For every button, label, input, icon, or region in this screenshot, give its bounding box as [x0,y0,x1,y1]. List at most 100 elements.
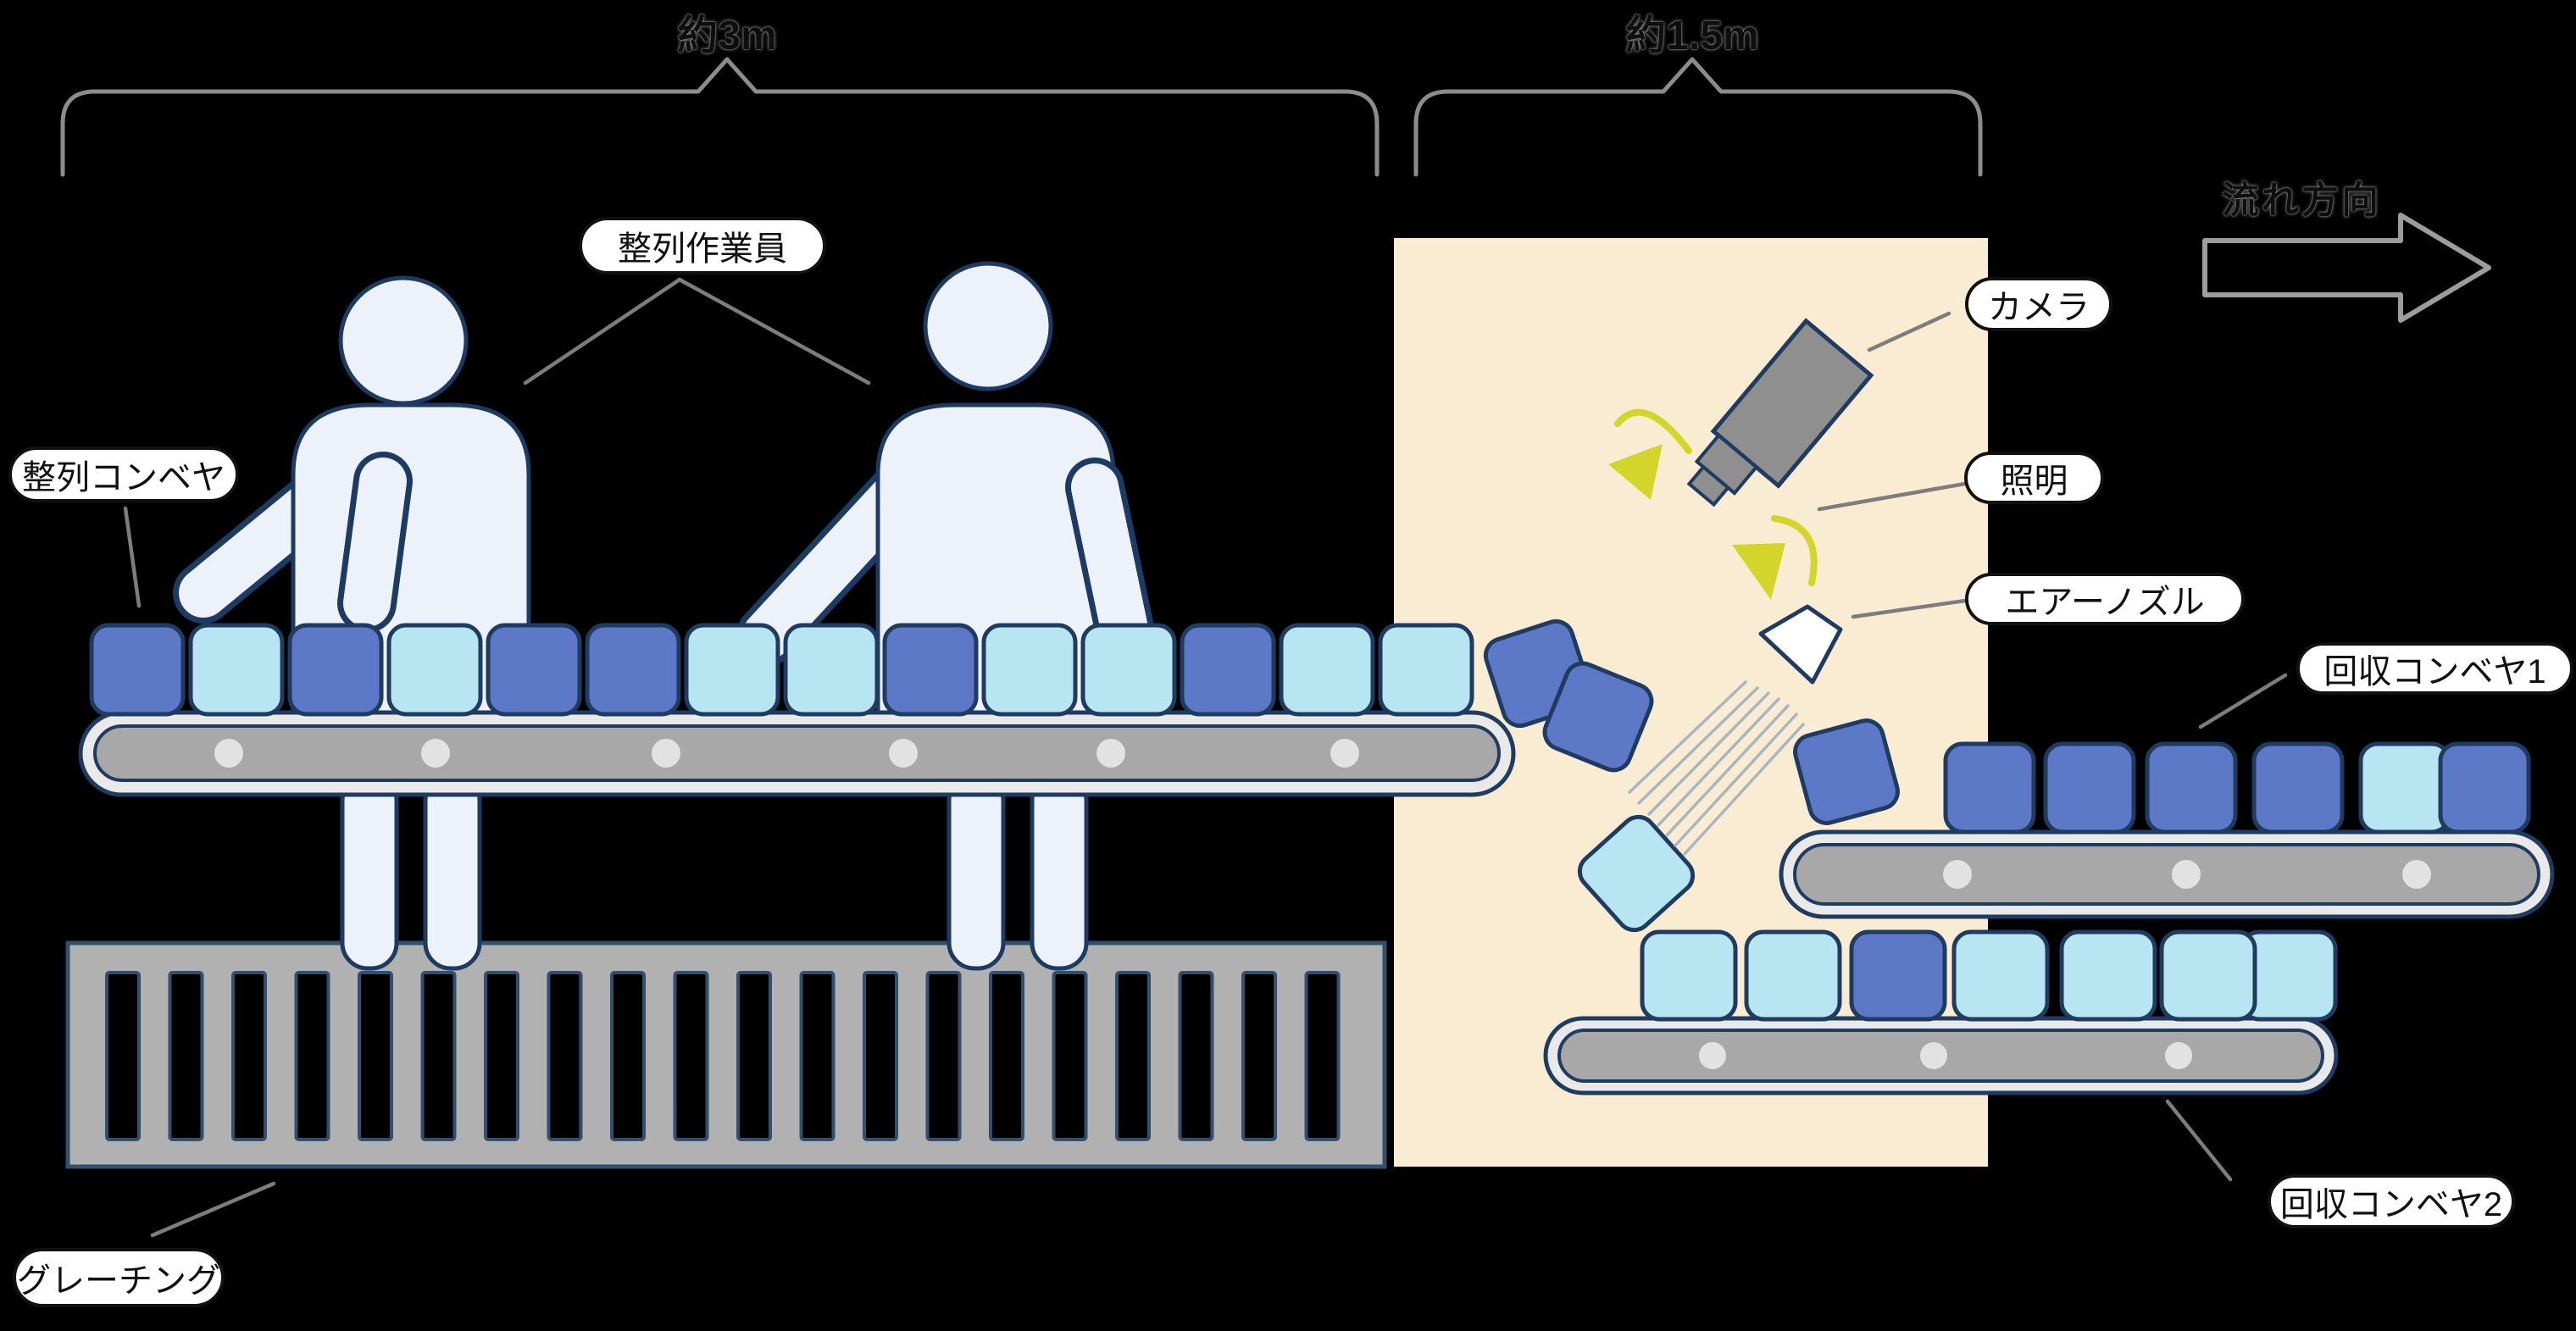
label-workers: 整列作業員 [579,217,826,275]
dimension-main-text: 約3m [677,14,777,58]
collect-conveyor-1-inner [1793,843,2540,906]
leader-camera [1867,311,1951,352]
product-box-cyan [684,623,780,717]
worker1-left-leg [340,773,399,971]
leader-lighting [1817,478,1987,512]
collect-conveyor-1-products [1943,741,2531,835]
worker2-head [923,261,1053,391]
roller-dot [2402,860,2431,889]
product-box-cyan [2358,741,2451,835]
roller-dot [421,739,450,768]
grating-slot [736,971,772,1141]
leader-air-nozzle [1851,596,1979,619]
label-grating: グレーチング [13,1248,225,1307]
product-box-blue [1793,718,1900,825]
product-box-cyan [2159,929,2257,1022]
product-box-cyan [981,623,1078,717]
leader-lines [123,277,2288,1238]
air-nozzle-icon [1758,604,1843,685]
align-conveyor-inner [93,724,1501,782]
product-box-cyan [783,623,880,717]
collect-conveyor-2 [1543,1016,2339,1095]
worker1-right-leg [423,773,482,971]
camera-icon [1686,318,1874,507]
falling-products [1483,618,1900,933]
product-box-cyan [1951,929,2050,1022]
roller-dot [1943,860,1972,889]
leader-workers-left [523,277,682,385]
label-camera: カメラ [1965,277,2112,331]
product-box-blue [486,623,582,717]
grating-slot [799,971,836,1141]
label-lighting: 照明 [1964,452,2104,504]
product-box-blue [1849,929,1947,1022]
product-box-blue [1542,661,1654,773]
worker1-head [338,275,469,406]
grating [65,940,1387,1169]
roller-dot [1699,1042,1726,1069]
grating-slot [610,971,646,1141]
product-box-cyan [1744,929,1842,1022]
roller-dot [1096,739,1125,768]
grating-slot [358,971,393,1141]
grating-slot [547,971,583,1141]
leader-workers-right [677,277,871,385]
product-box-blue [2145,741,2238,835]
roller-dot [214,739,243,768]
roller-dot [889,739,918,768]
product-box-blue [585,623,681,717]
leader-align-conveyor [123,506,142,608]
grating-slot [231,971,267,1141]
product-box-cyan [1279,623,1375,717]
grating-slot [294,971,330,1141]
label-collect-conveyor-2: 回収コンベヤ2 [2268,1174,2515,1228]
dimension-inspect-text: 約1.5m [1625,14,1759,58]
align-conveyor-products [89,623,1474,717]
label-air-nozzle: エアーノズル [1965,573,2245,625]
dimension-bracket-main [60,57,1380,177]
product-box-cyan [1080,623,1177,717]
product-box-blue [2043,741,2136,835]
align-conveyor [78,710,1516,797]
worker-2 [736,261,1163,971]
grating-slot [863,971,898,1141]
grating-slot [989,971,1024,1141]
leader-collect-2 [2165,1099,2233,1182]
product-box-cyan [1577,814,1696,933]
product-box-blue [89,623,186,717]
roller-dot [2172,860,2201,889]
grating-slot [1115,971,1151,1141]
flow-direction-arrow-icon [2202,213,2491,323]
light-2-icon [1732,515,1818,600]
collect-conveyor-1 [1779,829,2555,919]
grating-slot [168,971,204,1141]
product-box-cyan [1378,623,1474,717]
product-box-blue [2251,741,2345,835]
worker2-right-leg [1030,773,1089,971]
label-collect-conveyor-1: 回収コンベヤ1 [2296,642,2573,695]
worker2-left-leg [947,773,1006,971]
product-box-cyan [188,623,285,717]
grating-slot [420,971,457,1141]
grating-slot [105,971,141,1141]
grating-slot [1178,971,1214,1141]
grating-slot [484,971,519,1141]
product-box-blue [2438,741,2531,835]
grating-slot [925,971,962,1141]
dimension-bracket-inspect [1413,57,1983,177]
label-align-conveyor: 整列コンベヤ [8,446,239,502]
product-box-cyan [1640,929,1738,1022]
light-1-icon [1608,408,1692,500]
collect-conveyor-2-products [1640,929,2338,1022]
grating-slot [1052,971,1088,1141]
roller-dot [2165,1042,2192,1069]
roller-dot [1920,1042,1947,1069]
product-box-cyan [2059,929,2157,1022]
grating-slots [105,971,1341,1141]
product-box-cyan [386,623,483,717]
leader-grating [150,1181,276,1238]
leader-collect-1 [2198,673,2288,729]
product-box-blue [1180,623,1276,717]
